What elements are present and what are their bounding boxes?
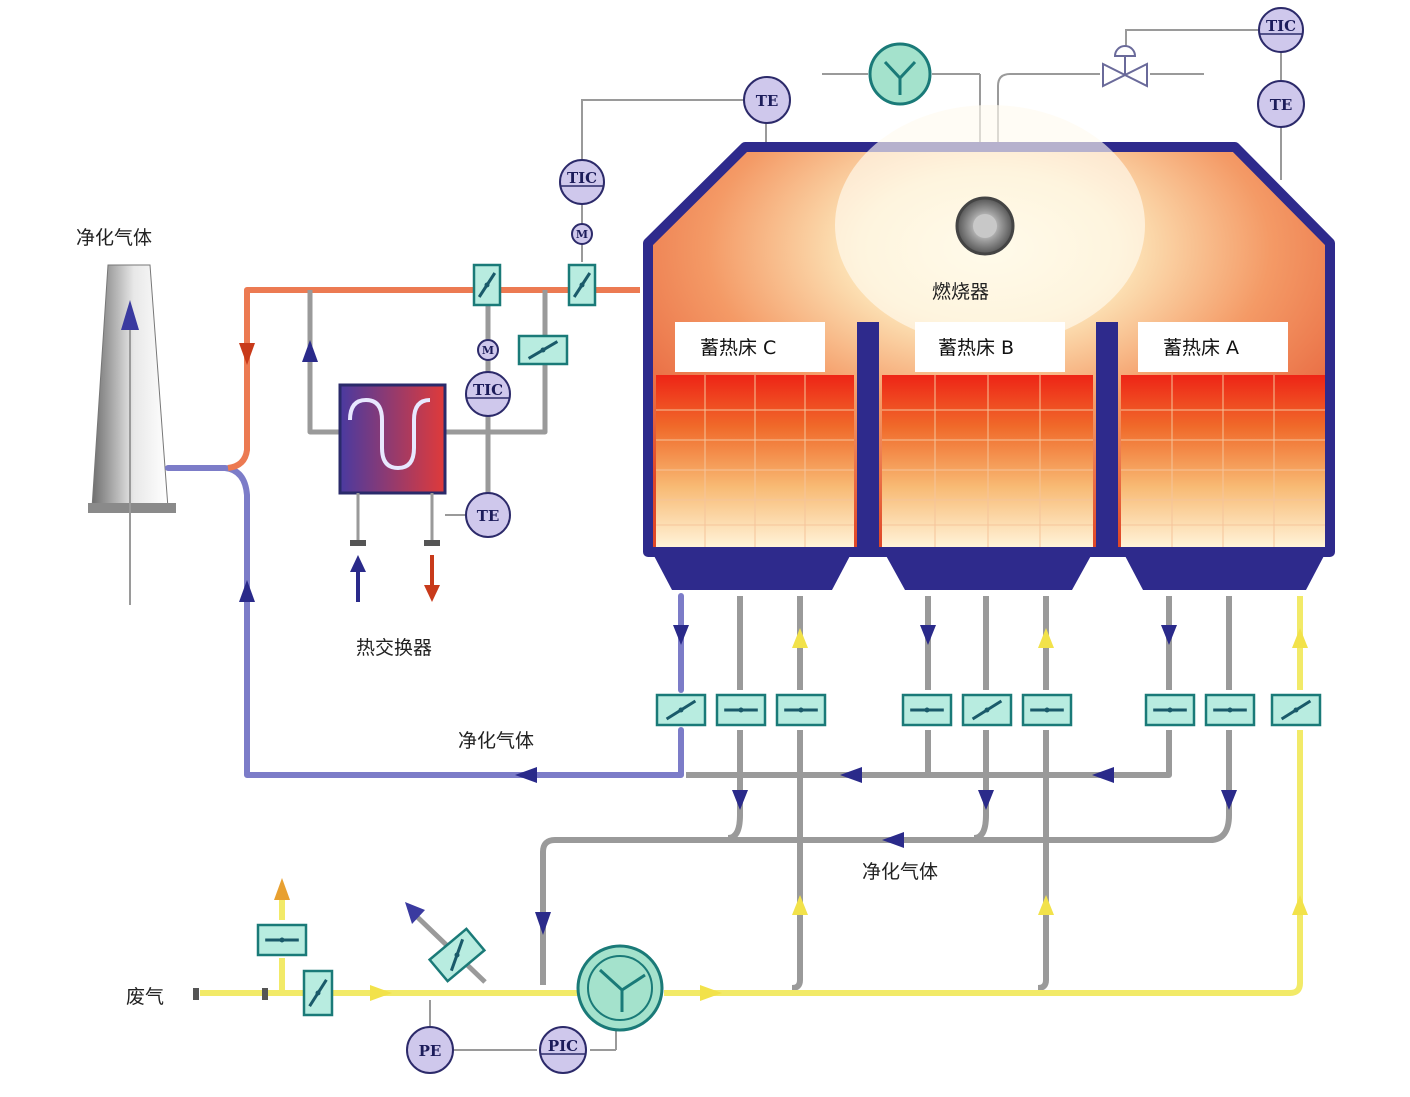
bed-c-down-arrow [673,625,689,645]
main-exhaust-fan [576,944,664,1032]
valve-bed-b-2 [961,693,1013,727]
bed-c [656,375,854,547]
pic-instrument: PIC [539,1026,587,1074]
combustion-air-fan [868,42,932,106]
flow-arrows [535,625,1237,935]
waste-gas-label: 废气 [126,986,164,1008]
valve-hot-1 [472,263,502,307]
valve-bed-c-2 [715,693,767,727]
hot-line-arrow-down [239,343,255,365]
bed-c-hopper [652,552,852,590]
valve-bed-b-1 [901,693,953,727]
te-top-instrument: TE [743,76,791,124]
stack-gas-label: 净化气体 [76,227,152,249]
te-hx-instrument: TE [445,492,511,538]
inlet-arrows [274,628,1308,1001]
valve-bed-a-2 [1204,693,1256,727]
heat-exchanger-label: 热交换器 [356,637,432,659]
purified-gas-return-line [165,465,684,778]
valve-hot-2 [567,263,597,307]
te-hx-text: TE [477,507,500,525]
te-right-text: TE [1270,96,1293,114]
return-line-arrow-left [515,767,537,783]
valve-bed-c-1 [655,693,707,727]
valve-fresh-air [427,927,487,983]
heat-exchanger [338,383,447,602]
burner [955,196,1015,256]
return-line-arrow-up [239,580,255,602]
valves [256,263,1322,1017]
pe-text: PE [419,1042,442,1060]
pe-instrument: PE [406,1026,454,1074]
valve-hx-bypass [517,334,569,366]
te-right-instrument: TE [1257,80,1305,128]
valve-bed-a-3 [1270,693,1322,727]
stack-arrow [121,300,139,330]
valve-bed-c-3 [775,693,827,727]
bed-b-label: 蓄热床 B [938,337,1014,359]
tic-top-left-text: TIC [567,169,597,187]
bed-b-hopper [884,552,1093,590]
tic-top-left-instrument: TIC [559,159,605,205]
pic-text: PIC [548,1037,578,1055]
bed-a [1121,375,1325,547]
hx-loop-arrow-up [302,340,318,362]
motor-hx-text: M [482,344,494,357]
tic-hx-instrument: TIC [465,371,511,417]
motor-top-instrument: M [571,223,593,245]
motor-top-text: M [576,228,588,241]
bed-b [882,375,1093,547]
tic-right-top-text: TIC [1266,17,1296,35]
te-top-text: TE [756,92,779,110]
exhaust-stack [88,264,176,605]
valve-bed-b-3 [1021,693,1073,727]
purified-gas-lower-label: 净化气体 [862,861,938,883]
fuel-control-valve [1102,45,1148,88]
valve-inlet [302,969,334,1017]
purified-gas-upper-label: 净化气体 [458,730,534,752]
bed-manifold-piping [540,596,1232,991]
motor-hx-instrument: M [477,339,499,361]
bed-c-label: 蓄热床 C [700,337,776,359]
burner-label: 燃烧器 [932,281,989,303]
valve-vent [256,923,308,957]
tic-right-top-instrument: TIC [1258,7,1304,53]
tic-hx-text: TIC [473,381,503,399]
hot-gas-bypass-line [227,287,640,471]
bed-a-label: 蓄热床 A [1163,337,1239,359]
valve-bed-a-1 [1144,693,1196,727]
bed-a-hopper [1123,552,1326,590]
